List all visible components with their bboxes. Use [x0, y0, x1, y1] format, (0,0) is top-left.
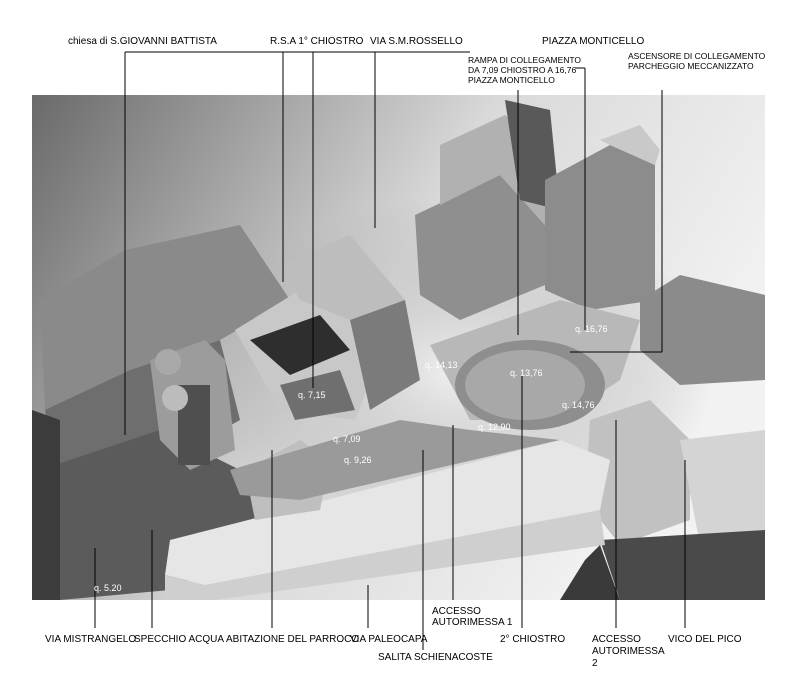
far-right-building [640, 275, 765, 385]
far-left-shadow [32, 410, 60, 600]
long-foreground-facade [165, 510, 605, 600]
first-cloister-court [280, 370, 355, 420]
label-rsa-first-cloister: R.S.A 1° CHIOSTRO [270, 36, 364, 47]
second-cloister-inner [465, 350, 585, 420]
label-piazza-monticello: PIAZZA MONTICELLO [542, 36, 645, 47]
right-shadow [600, 530, 765, 600]
elevation-q-14-76: q. 14,76 [562, 400, 595, 410]
church-dome [162, 385, 188, 411]
label-accesso-autorimessa-2-line-2: AUTORIMESSA [592, 646, 665, 657]
leader-lines [94, 51, 686, 650]
label-chiesa-san-giovanni: chiesa di S.GIOVANNI BATTISTA [68, 36, 217, 47]
long-foreground-roof [165, 440, 610, 585]
elevation-q-9-26: q. 9,26 [344, 455, 372, 465]
label-abitazione-parroco: ABITAZIONE DEL PARROCO [226, 634, 360, 645]
ramp-shadow [560, 545, 620, 600]
label-ascensore-line-2: PARCHEGGIO MECCANIZZATO [628, 61, 754, 71]
vico-pico-block [680, 430, 765, 545]
elevation-q-14-13: q. 14,13 [425, 360, 458, 370]
label-rampa-line-2: DA 7,09 CHIOSTRO A 16,76 [468, 65, 577, 75]
label-via-rossello: VIA S.M.ROSSELLO [370, 36, 463, 47]
label-via-paleocapa: VIA PALEOCAPA [350, 634, 428, 645]
label-salita-schienacoste: SALITA SCHIENACOSTE [378, 652, 493, 663]
right-lower-block [585, 400, 690, 545]
elevation-q-7-09: q. 7,09 [333, 434, 361, 444]
elevation-q-13-76: q. 13,76 [510, 368, 543, 378]
label-ascensore-line-1: ASCENSORE DI COLLEGAMENTO [628, 51, 766, 61]
central-tower-front [415, 175, 545, 320]
elevation-q-16-76: q. 16,76 [575, 324, 608, 334]
right-tower-top [600, 125, 660, 165]
label-via-mistrangelo: VIA MISTRANGELO [45, 634, 137, 645]
label-specchio-acqua: SPECCHIO ACQUA [134, 634, 225, 645]
label-rampa-line-1: RAMPA DI COLLEGAMENTO [468, 55, 582, 65]
label-accesso-autorimessa-2-line-3: 2 [592, 658, 598, 669]
via-paleocapa-road [230, 420, 560, 500]
rsa-windows [250, 315, 350, 375]
rossello-block-side [350, 300, 420, 410]
elevation-q-5-20: q. 5.20 [94, 583, 122, 593]
elevation-q-12-90: q. 12,90 [478, 422, 511, 432]
right-tower [545, 145, 655, 310]
label-vico-del-pico: VICO DEL PICO [668, 634, 742, 645]
label-secondo-chiostro: 2° CHIOSTRO [500, 634, 566, 645]
left-block-top [40, 225, 290, 410]
label-rampa-line-3: PIAZZA MONTICELLO [468, 75, 555, 85]
church-dome-2 [155, 349, 181, 375]
label-accesso-autorimessa-1-line-1: ACCESSO [432, 606, 481, 617]
label-accesso-autorimessa-1-line-2: AUTORIMESSA 1 [432, 617, 513, 628]
elevation-q-7-15: q. 7,15 [298, 390, 326, 400]
rossello-block [280, 235, 405, 320]
label-accesso-autorimessa-2-line-1: ACCESSO [592, 634, 641, 645]
